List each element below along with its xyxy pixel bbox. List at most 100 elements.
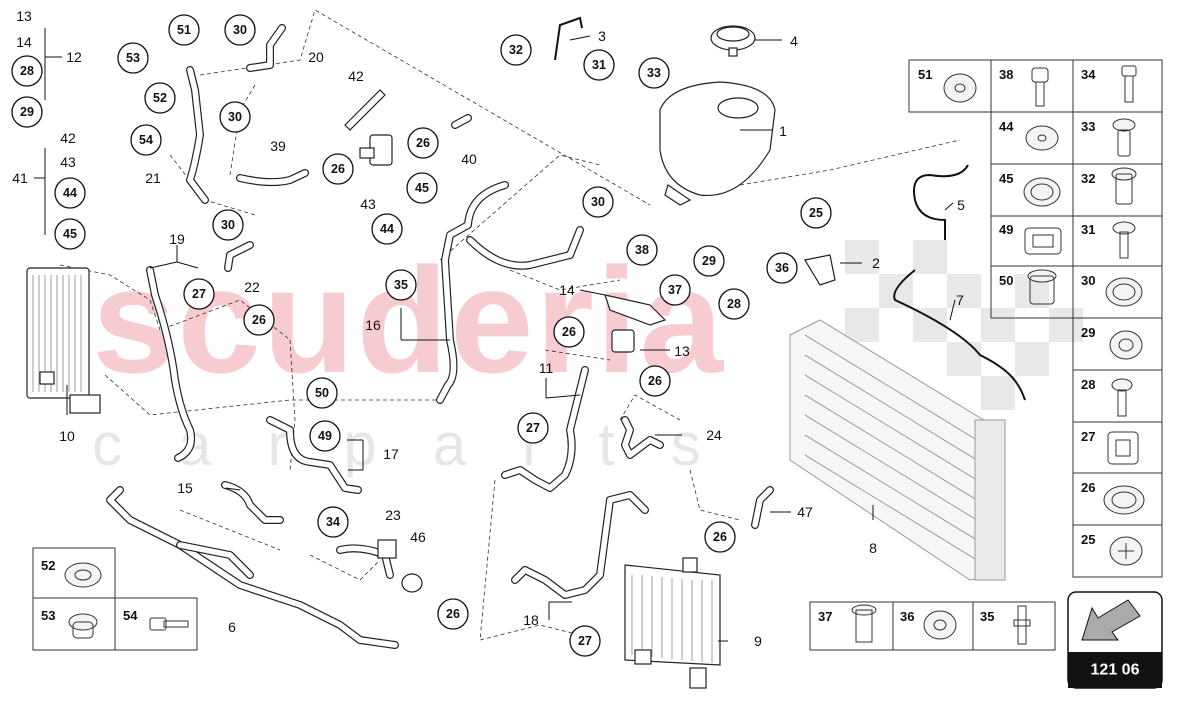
expansion-tank bbox=[659, 25, 776, 206]
svg-text:26: 26 bbox=[648, 374, 662, 388]
leader-lines bbox=[34, 28, 956, 642]
svg-text:26: 26 bbox=[331, 162, 345, 176]
callout: 53 bbox=[117, 42, 149, 74]
number-label: 8 bbox=[869, 540, 877, 556]
watermark-main: scuderia bbox=[92, 236, 725, 404]
pipe-assembly bbox=[106, 486, 399, 649]
radiator-left bbox=[26, 267, 101, 414]
part-numbers: 13 14 12 42 43 41 21 19 22 10 20 42 39 4… bbox=[12, 8, 965, 649]
number-label: 7 bbox=[956, 292, 964, 308]
plug-icon bbox=[1111, 167, 1137, 205]
arrow-icon bbox=[1081, 599, 1141, 641]
callout: 26 bbox=[243, 304, 275, 336]
ref-label: 26 bbox=[1081, 480, 1095, 495]
svg-text:53: 53 bbox=[126, 51, 140, 65]
bracket-clip-icon bbox=[1024, 227, 1062, 255]
svg-text:31: 31 bbox=[592, 58, 606, 72]
number-label: 43 bbox=[60, 154, 76, 170]
callout: 30 bbox=[582, 186, 614, 218]
oil-cooler bbox=[624, 557, 721, 689]
callout: 26 bbox=[704, 521, 736, 553]
svg-text:27: 27 bbox=[192, 287, 206, 301]
ref-label: 51 bbox=[918, 67, 932, 82]
ref-label: 44 bbox=[999, 119, 1014, 134]
ref-label: 52 bbox=[41, 558, 55, 573]
number-label: 16 bbox=[365, 317, 381, 333]
svg-text:27: 27 bbox=[526, 421, 540, 435]
svg-text:50: 50 bbox=[315, 386, 329, 400]
svg-text:30: 30 bbox=[228, 110, 242, 124]
svg-text:52: 52 bbox=[153, 91, 167, 105]
callout: 30 bbox=[224, 14, 256, 46]
ref-label: 28 bbox=[1081, 377, 1095, 392]
bottom-left-reference: 52 53 54 bbox=[32, 547, 198, 651]
ref-label: 54 bbox=[123, 608, 138, 623]
svg-text:44: 44 bbox=[380, 222, 394, 236]
svg-text:44: 44 bbox=[63, 186, 77, 200]
callout: 31 bbox=[583, 49, 615, 81]
callout: 26 bbox=[437, 598, 469, 630]
svg-text:30: 30 bbox=[221, 218, 235, 232]
svg-text:26: 26 bbox=[562, 325, 576, 339]
number-label: 23 bbox=[385, 507, 401, 523]
ref-label: 36 bbox=[900, 609, 914, 624]
number-label: 12 bbox=[66, 49, 82, 65]
flat-washer-icon bbox=[1025, 125, 1059, 151]
svg-text:49: 49 bbox=[318, 429, 332, 443]
ref-label: 33 bbox=[1081, 119, 1095, 134]
svg-text:51: 51 bbox=[177, 23, 191, 37]
callout: 44 bbox=[371, 213, 403, 245]
svg-text:26: 26 bbox=[713, 530, 727, 544]
number-label: 42 bbox=[348, 68, 364, 84]
svg-text:26: 26 bbox=[416, 136, 430, 150]
number-label: 24 bbox=[706, 427, 722, 443]
callout: 45 bbox=[406, 172, 438, 204]
callout: 32 bbox=[500, 34, 532, 66]
mount-bushing-icon bbox=[64, 562, 102, 588]
bolt-plug-icon bbox=[1031, 67, 1049, 107]
callout: 51 bbox=[168, 14, 200, 46]
ref-label: 34 bbox=[1081, 67, 1096, 82]
number-label: 13 bbox=[16, 8, 32, 24]
number-label: 43 bbox=[360, 196, 376, 212]
svg-text:26: 26 bbox=[252, 313, 266, 327]
number-label: 2 bbox=[872, 255, 880, 271]
svg-text:35: 35 bbox=[394, 278, 408, 292]
clip-icon bbox=[1107, 431, 1139, 465]
callout: 54 bbox=[130, 124, 162, 156]
screw-icon bbox=[1112, 221, 1136, 259]
callout: 30 bbox=[219, 101, 251, 133]
callout: 50 bbox=[306, 377, 338, 409]
callout: 29 bbox=[11, 96, 43, 128]
svg-text:54: 54 bbox=[139, 133, 153, 147]
number-label: 46 bbox=[410, 529, 426, 545]
ref-label: 35 bbox=[980, 609, 994, 624]
svg-text:29: 29 bbox=[702, 254, 716, 268]
flange-bolt-icon bbox=[149, 617, 189, 631]
phillips-plug-icon bbox=[1109, 536, 1143, 566]
number-label: 3 bbox=[598, 28, 606, 44]
ref-label: 53 bbox=[41, 608, 55, 623]
svg-text:27: 27 bbox=[578, 634, 592, 648]
svg-text:30: 30 bbox=[591, 195, 605, 209]
callout: 26 bbox=[553, 316, 585, 348]
callout: 30 bbox=[212, 209, 244, 241]
svg-text:26: 26 bbox=[446, 607, 460, 621]
svg-text:30: 30 bbox=[233, 23, 247, 37]
callout: 27 bbox=[569, 625, 601, 657]
number-label: 39 bbox=[270, 138, 286, 154]
tapping-screw-icon bbox=[1111, 378, 1133, 417]
number-label: 14 bbox=[16, 34, 32, 50]
svg-text:32: 32 bbox=[509, 43, 523, 57]
svg-text:34: 34 bbox=[326, 515, 340, 529]
spring-clamp-icon bbox=[1105, 277, 1143, 307]
number-label: 22 bbox=[244, 279, 260, 295]
svg-text:29: 29 bbox=[20, 105, 34, 119]
small-parts bbox=[554, 16, 1026, 401]
callout: 25 bbox=[800, 197, 832, 229]
cap-plug-icon bbox=[1109, 330, 1143, 360]
band-clamp-icon bbox=[1103, 485, 1145, 515]
callout: 49 bbox=[309, 420, 341, 452]
callout: 52 bbox=[144, 82, 176, 114]
